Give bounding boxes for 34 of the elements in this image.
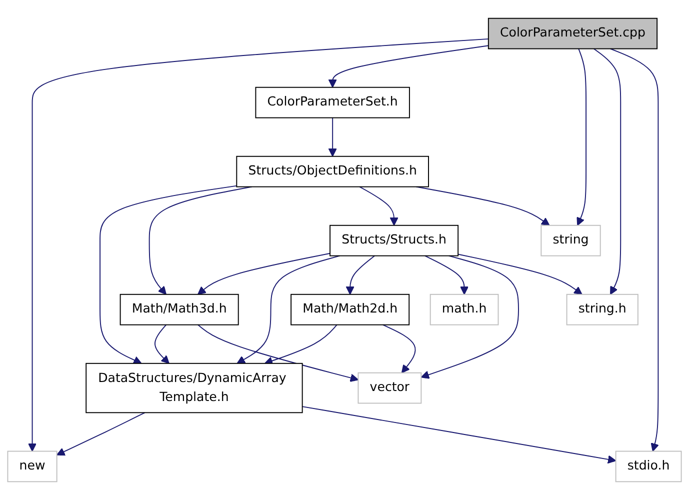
node-box: string.h — [566, 294, 638, 326]
arrow — [56, 412, 146, 456]
arrow — [236, 255, 340, 364]
arrow — [382, 324, 416, 374]
arrow — [198, 252, 330, 295]
node-box: new — [7, 450, 58, 482]
arrow — [610, 48, 659, 452]
node-box: math.h — [430, 294, 499, 326]
arrow — [359, 186, 398, 226]
arrow — [424, 255, 469, 295]
arrow — [302, 406, 616, 464]
node-box: string — [540, 224, 601, 256]
arrow — [28, 38, 489, 452]
node-box: stdio.h — [615, 450, 682, 482]
arrow — [576, 48, 587, 226]
arrow — [148, 186, 252, 295]
arrow — [420, 255, 519, 379]
node-box: DataStructures/DynamicArray Template.h — [86, 362, 303, 414]
arrow — [328, 45, 489, 88]
node-box: Structs/Structs.h — [330, 224, 459, 256]
arrow — [154, 324, 170, 364]
arrow — [264, 324, 338, 365]
arrow — [346, 255, 376, 295]
arrow — [100, 185, 238, 364]
arrow — [458, 254, 582, 295]
node-box: Math/Math3d.h — [120, 294, 239, 326]
node-box: ColorParameterSet.h — [255, 86, 410, 118]
arrow — [328, 117, 337, 157]
arrow — [197, 324, 359, 382]
node-box: vector — [358, 372, 422, 404]
node-box: Structs/ObjectDefinitions.h — [236, 156, 429, 188]
node-box: Math/Math2d.h — [290, 294, 410, 326]
arrow — [593, 48, 622, 295]
node-box: ColorParameterSet.cpp — [488, 18, 658, 50]
